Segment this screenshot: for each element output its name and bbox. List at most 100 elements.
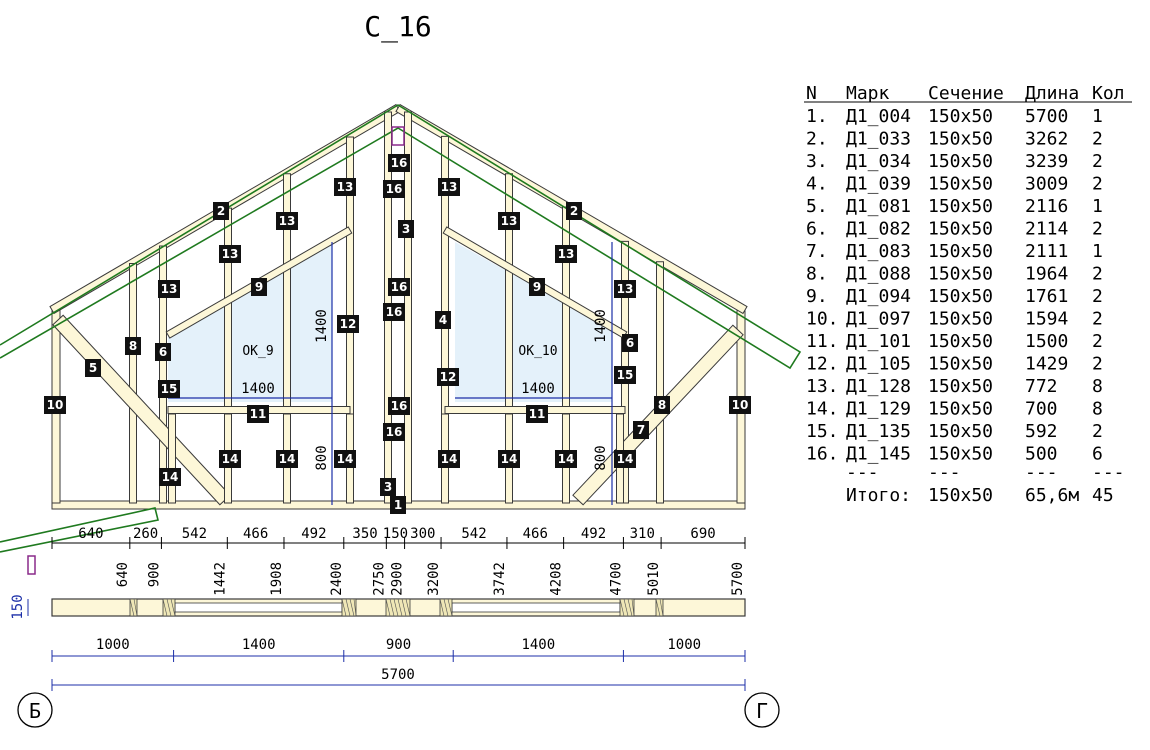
member-badge-label: 16 [386,425,403,439]
member-badge [155,343,171,361]
plan-hatch [345,598,351,617]
spec-cell: 150x50 [928,421,993,442]
member-badge-label: 8 [129,339,137,353]
spec-cell: Д1_082 [846,219,911,240]
plan-dim-label: 900 [386,637,411,653]
member-badge [383,180,405,198]
spec-cell: 2 [1092,331,1103,352]
stud [129,263,137,504]
plan-hatch [170,598,176,617]
spec-cell: 772 [1025,376,1058,397]
dim-cumulative-label: 2750 [371,562,387,596]
plan-hatch [353,598,357,617]
spec-cell: 2111 [1025,241,1068,262]
member-badge-label: 14 [501,452,518,466]
member-badge [529,278,545,296]
member-badge-label: 16 [391,280,408,294]
spec-cell: 1 [1092,196,1103,217]
member-badge [437,368,459,386]
member-badge-label: 8 [658,398,666,412]
spec-cell: 150x50 [928,264,993,285]
member-badge-label: 16 [391,399,408,413]
spec-cell: 2 [1092,151,1103,172]
dim-segment-label: 542 [461,526,486,542]
spec-cell: 12. [806,354,839,375]
dim-segment-label: 542 [182,526,207,542]
spec-cell: 2 [1092,129,1103,150]
plan-dim-label: 1400 [521,637,555,653]
member-badge [380,478,396,496]
member-badge [388,154,410,172]
member-badge-label: 13 [501,214,518,228]
dim-segment-label: 466 [243,526,268,542]
spec-cell: 150x50 [928,376,993,397]
member-badge-label: 14 [162,470,179,484]
member-badge-label: 15 [617,368,634,382]
member-badge [614,366,636,384]
plan-hatch [349,598,355,617]
plan-hatch [162,598,168,617]
member-badge-label: 6 [159,345,167,359]
plan-hatch [129,598,135,617]
member-badge-label: 12 [440,370,457,384]
member-badge [219,450,241,468]
spec-cell: 8. [806,264,828,285]
section-height-label: 150 [10,594,26,619]
spec-cell: 5. [806,196,828,217]
spec-cell: 6. [806,219,828,240]
plan-hatch [393,598,399,617]
dim-segment-label: 260 [133,526,158,542]
spec-cell: 14. [806,399,839,420]
spec-separator: --- [1025,462,1058,483]
spec-cell: 1429 [1025,354,1068,375]
spec-cell: Д1_101 [846,331,911,352]
member-badge [159,468,181,486]
spec-cell: 150x50 [928,129,993,150]
member-badge [566,202,582,220]
dim-cumulative-label: 640 [115,562,131,587]
plan-post [655,598,664,617]
member-badge-label: 6 [626,336,634,350]
spec-total-cell: Итого: [846,485,911,506]
spec-cell: 6 [1092,444,1103,465]
member-badge-label: 15 [161,382,178,396]
member-badge [219,245,241,263]
opening-sill-right: 800 [593,445,609,470]
spec-cell: 2 [1092,309,1103,330]
member-badge [654,396,670,414]
dim-segment-label: 150 [383,526,408,542]
member-badge-label: 13 [441,180,458,194]
member-badge-label: 16 [386,305,403,319]
member-badge-label: 11 [529,407,546,421]
plan-post [129,598,138,617]
member-badge [388,278,410,296]
member-badge [729,396,751,414]
dim-segment-label: 690 [690,526,715,542]
spec-cell: 3239 [1025,151,1068,172]
member-badge [383,303,405,321]
spec-cell: Д1_128 [846,376,911,397]
plan-hatch [659,598,664,617]
spec-cell: 7. [806,241,828,262]
member-badge-label: 16 [386,182,403,196]
spec-cell: 500 [1025,444,1058,465]
spec-cell: Д1_097 [846,309,911,330]
spec-cell: Д1_129 [846,399,911,420]
total-dim-label: 5700 [381,667,415,683]
member-badge [438,178,460,196]
dim-cumulative-label: 5700 [730,562,746,596]
plan-dim-label: 1000 [667,637,701,653]
member-badge [435,311,451,329]
opening-height-right: 1400 [593,309,609,343]
plan-hatch [655,598,661,617]
stud [656,261,664,504]
member-badge [125,337,141,355]
spec-cell: 8 [1092,399,1103,420]
member-badge [383,423,405,441]
dim-cumulative-label: 1908 [269,562,285,596]
dim-cumulative-label: 4208 [549,562,565,596]
spec-cell: 700 [1025,399,1058,420]
